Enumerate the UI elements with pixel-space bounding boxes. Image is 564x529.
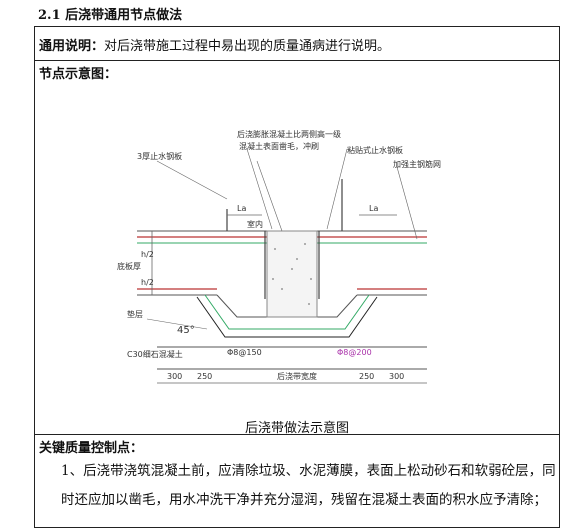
label-la-right: La <box>369 204 378 213</box>
label-dim250b: 250 <box>359 372 374 381</box>
label-left1: 3厚止水钢板 <box>137 151 182 161</box>
general-note: 通用说明：对后浇带施工过程中易出现的质量通病进行说明。 <box>39 35 390 54</box>
label-filler: 垫层 <box>127 309 143 319</box>
key-points-row: 关键质量控制点： 1、后浇带浇筑混凝土前，应清除垃圾、水泥薄膜，表面上松动砂石和… <box>35 435 559 529</box>
label-right1: 加强主钢筋网 <box>393 159 441 169</box>
node-diagram-row: 节点示意图： <box>35 61 559 436</box>
general-note-label: 通用说明： <box>39 39 105 54</box>
label-c30: C30细石混凝土 <box>127 349 183 359</box>
key-point-1: 1、后浇带浇筑混凝土前，应清除垃圾、水泥薄膜，表面上松动砂石和软弱砼层，同时还应… <box>61 463 556 508</box>
label-top3: 粘贴式止水钢板 <box>347 145 403 155</box>
label-dim300b: 300 <box>389 372 404 381</box>
section-title: 2.1 后浇带通用节点做法 <box>38 8 183 23</box>
label-rebar1: Φ8@150 <box>227 348 262 357</box>
label-top2: 混凝土表面凿毛，冲刷 <box>239 141 319 151</box>
label-angle: 45° <box>177 325 195 336</box>
general-note-text: 对后浇带施工过程中易出现的质量通病进行说明。 <box>104 39 391 54</box>
label-h2a: h/2 <box>141 250 154 259</box>
post-pour-zone <box>266 230 318 318</box>
label-dim300a: 300 <box>167 372 182 381</box>
key-points-label: 关键质量控制点： <box>39 441 144 456</box>
label-top1: 后浇膨胀混凝土比两侧高一级 <box>237 129 341 139</box>
label-side: 底板厚 <box>117 261 141 271</box>
content-table: 通用说明：对后浇带施工过程中易出现的质量通病进行说明。 节点示意图： <box>34 26 560 528</box>
label-room: 室内 <box>247 219 263 229</box>
label-rebar2: Φ8@200 <box>337 348 372 357</box>
node-diagram-label: 节点示意图： <box>39 67 118 82</box>
label-dim-mid: 后浇带宽度 <box>277 371 317 381</box>
general-note-row: 通用说明：对后浇带施工过程中易出现的质量通病进行说明。 <box>35 27 559 61</box>
post-pour-strip-drawing: 后浇膨胀混凝土比两侧高一级 混凝土表面凿毛，冲刷 粘贴式止水钢板 3厚止水钢板 … <box>117 129 441 384</box>
label-la-left: La <box>237 204 246 213</box>
label-h2b: h/2 <box>141 278 154 287</box>
diagram-caption: 后浇带做法示意图 <box>244 421 349 436</box>
label-dim250a: 250 <box>197 372 212 381</box>
